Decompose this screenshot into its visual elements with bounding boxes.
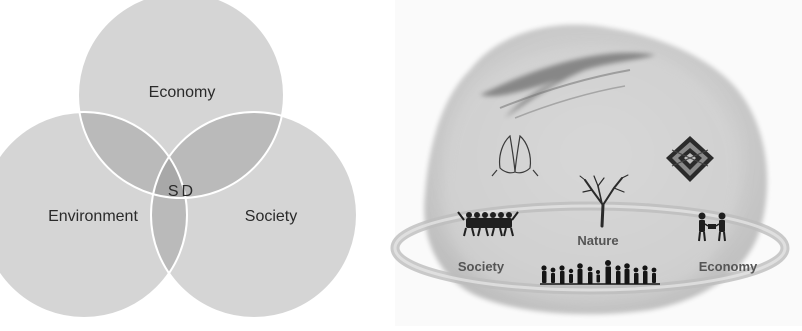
venn-diagram: Economy Environment Society SD bbox=[0, 0, 358, 319]
economy-environment-overlap bbox=[78, 112, 187, 198]
praying-hands-icon bbox=[491, 134, 539, 177]
traders-icon bbox=[698, 212, 726, 242]
watercolor-illustration: Nature Society Economy bbox=[390, 0, 802, 326]
bare-tree-icon bbox=[579, 174, 629, 228]
woven-pattern-icon bbox=[666, 136, 714, 182]
dancing-people-icon bbox=[457, 211, 519, 237]
society-label: Society bbox=[245, 208, 297, 225]
environment-label: Environment bbox=[48, 208, 138, 225]
economy-label: Economy bbox=[149, 84, 216, 101]
crowd-icon bbox=[540, 260, 660, 285]
wind-icon bbox=[480, 52, 655, 119]
economy-society-overlap bbox=[151, 112, 284, 198]
economy-label-right: Economy bbox=[699, 259, 758, 274]
nature-label: Nature bbox=[577, 233, 618, 248]
sd-center-label: SD bbox=[168, 183, 196, 200]
society-label-right: Society bbox=[458, 259, 505, 274]
